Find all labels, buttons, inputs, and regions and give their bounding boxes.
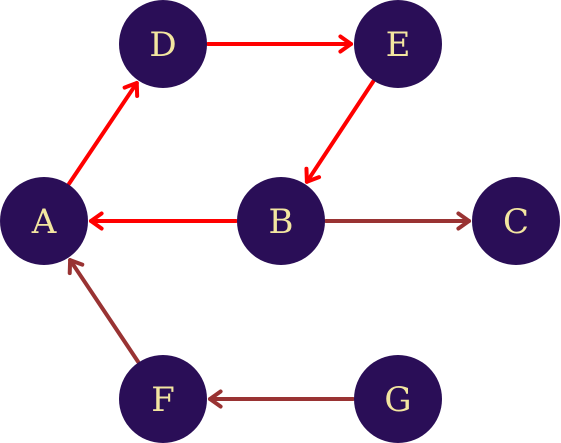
edge-line	[304, 79, 376, 184]
arrowhead-icon	[208, 389, 223, 409]
node-F: F	[119, 355, 207, 443]
arrowhead-icon	[338, 34, 353, 54]
node-label: G	[384, 380, 411, 420]
node-label: D	[149, 25, 176, 65]
arrowhead-icon	[67, 258, 85, 276]
edge-A-D	[67, 81, 140, 186]
edge-F-A	[67, 258, 140, 364]
node-label: A	[31, 202, 57, 242]
node-circle	[119, 355, 207, 443]
edge-B-C	[324, 211, 471, 231]
node-G: G	[354, 355, 442, 443]
node-label: B	[269, 202, 294, 242]
edge-D-E	[206, 34, 353, 54]
edge-G-F	[208, 389, 355, 409]
edge-line	[68, 258, 140, 364]
edges-layer	[67, 34, 471, 409]
node-label: E	[386, 25, 411, 65]
node-E: E	[354, 0, 442, 88]
node-B: B	[237, 177, 325, 265]
arrowhead-icon	[89, 211, 104, 231]
node-circle	[119, 0, 207, 88]
arrowhead-icon	[304, 166, 322, 184]
edge-line	[67, 81, 139, 186]
node-circle	[0, 177, 88, 265]
node-circle	[354, 355, 442, 443]
node-circle	[472, 177, 560, 265]
edge-B-A	[89, 211, 238, 231]
arrowhead-icon	[122, 81, 140, 98]
arrowhead-icon	[456, 211, 471, 231]
node-A: A	[0, 177, 88, 265]
node-circle	[354, 0, 442, 88]
node-label: F	[151, 380, 175, 420]
node-circle	[237, 177, 325, 265]
node-C: C	[472, 177, 560, 265]
edge-E-B	[304, 79, 376, 184]
node-label: C	[503, 202, 529, 242]
node-D: D	[119, 0, 207, 88]
